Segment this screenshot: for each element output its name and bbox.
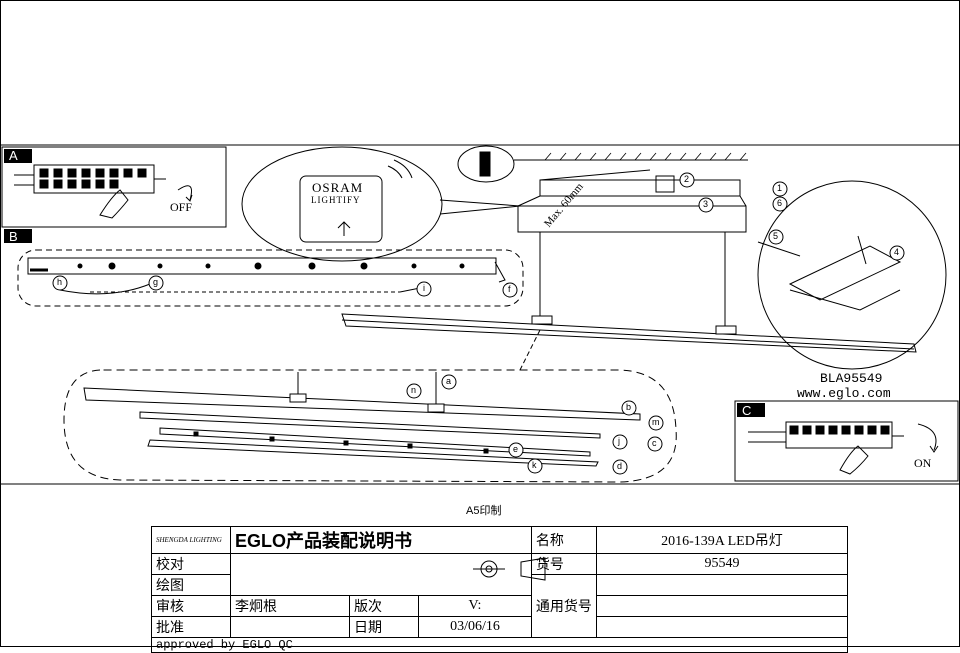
terminal-block-c-icon: [748, 421, 939, 475]
panel-a-box: [1, 146, 227, 228]
panel-c-tag: [737, 403, 765, 417]
document-title: EGLO产品装配说明书: [230, 526, 532, 554]
panel-a-tag: [4, 149, 32, 163]
item-no-value: 95549: [595, 553, 849, 575]
drawer-value: 李炯根: [230, 595, 350, 617]
review-label: 审核: [151, 595, 231, 617]
panel-b-label: B: [9, 229, 18, 244]
projection-icon: [473, 557, 546, 581]
callout-k: k: [532, 460, 537, 470]
common-no-value-3: [595, 616, 849, 638]
step-3: 4: [894, 247, 900, 257]
callout-j: j: [618, 436, 620, 446]
logo: SHENGDA LIGHTING: [151, 526, 231, 554]
callout-e: e: [513, 444, 519, 454]
callout-m: m: [652, 417, 660, 427]
website: www.eglo.com: [797, 386, 891, 401]
off-label: OFF: [170, 200, 193, 214]
callout-f: f: [508, 284, 511, 294]
connector-detail: [757, 180, 947, 370]
step-2: 3: [703, 199, 709, 209]
terminal-block-a-icon: [14, 164, 193, 219]
callout-markers: [52, 275, 664, 475]
callout-i: i: [423, 283, 425, 293]
common-no-label: 通用货号: [530, 574, 597, 638]
name-value: 2016-139A LED吊灯: [595, 526, 849, 554]
panel-c-box: [734, 400, 959, 482]
item-no-label: 货号: [530, 553, 597, 575]
exploded-view: [63, 369, 677, 483]
version-value: V:: [418, 595, 532, 617]
osram-callout: [241, 146, 521, 262]
approve-empty: [230, 616, 350, 638]
callout-d: d: [617, 461, 623, 471]
ceiling-mount: [457, 145, 748, 330]
led-strip-b: [17, 249, 524, 307]
step-5: 6: [777, 198, 783, 208]
date-label: 日期: [349, 616, 419, 638]
step-4: 5: [773, 231, 779, 241]
check-label: 校对: [151, 553, 231, 575]
common-no-value: [595, 574, 849, 596]
step-markers: [679, 172, 905, 261]
callout-b: b: [626, 402, 632, 412]
callout-g: g: [153, 277, 159, 287]
callout-c: c: [652, 438, 657, 448]
approved-note: approved by EGLO QC: [151, 637, 848, 653]
print-size-label: A5印制: [466, 505, 502, 517]
common-no-value-2: [595, 595, 849, 617]
draw-label: 绘图: [151, 574, 231, 596]
lamp-body: [341, 313, 917, 371]
name-label: 名称: [530, 526, 597, 554]
osram-brand: OSRAM: [312, 180, 364, 195]
callout-n: n: [411, 385, 417, 395]
callout-h: h: [57, 277, 63, 287]
date-value: 03/06/16: [418, 616, 532, 638]
osram-sub: LIGHTIFY: [311, 195, 361, 205]
approve-label: 批准: [151, 616, 231, 638]
title-block: SHENGDA LIGHTING EGLO产品装配说明书 名称 2016-139…: [151, 526, 849, 653]
version-label: 版次: [349, 595, 419, 617]
panel-b-tag: [4, 229, 32, 243]
projection-symbol: [230, 553, 546, 596]
model-code: BLA95549: [820, 371, 883, 386]
panel-a-label: A: [9, 148, 18, 163]
step-1: 2: [684, 174, 690, 184]
on-label: ON: [914, 456, 932, 470]
panel-c-label: C: [742, 403, 752, 418]
callout-a: a: [446, 376, 452, 386]
step-0: 1: [777, 183, 783, 193]
